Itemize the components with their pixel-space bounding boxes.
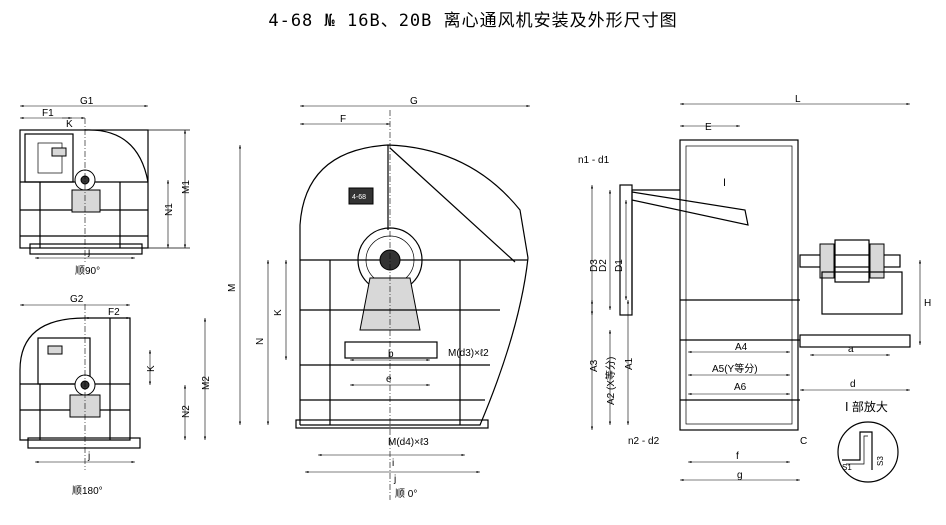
- label-f: F: [340, 114, 346, 125]
- view-rotation-90: G1 F1 K M1 N1 j 顺90°: [19, 96, 192, 277]
- label-s3: S3: [876, 456, 885, 466]
- label-n2-d2: n2 - d2: [628, 436, 660, 447]
- label-m-d3: M(d3)×ℓ2: [448, 348, 489, 359]
- detail-marker: Ⅰ: [723, 178, 726, 189]
- label-l: L: [795, 94, 801, 105]
- label-a6: A6: [734, 382, 747, 393]
- label-e: e: [386, 374, 392, 385]
- label-b: b: [388, 349, 394, 360]
- label-g: G: [410, 96, 418, 107]
- label-g2: G2: [70, 294, 84, 305]
- label-c: C: [800, 436, 807, 447]
- label-i: i: [392, 458, 394, 469]
- label-g-side: g: [737, 470, 743, 481]
- label-k: K: [66, 119, 73, 130]
- label-d3: D3: [589, 259, 600, 272]
- caption-rot0: 顺 0°: [395, 488, 417, 500]
- label-n2: N2: [181, 405, 192, 418]
- label-f2: F2: [108, 307, 120, 318]
- label-e-side: E: [705, 122, 712, 133]
- detail-caption: Ⅰ 部放大: [845, 399, 888, 414]
- label-k-180: K: [146, 365, 157, 372]
- label-d: d: [850, 379, 856, 390]
- label-n1: N1: [164, 203, 175, 216]
- label-n: N: [255, 338, 266, 345]
- label-j-0: j: [393, 474, 396, 485]
- label-j-180: j: [87, 451, 90, 462]
- label-m-d4: M(d4)×ℓ3: [388, 437, 429, 448]
- caption-rot180: 顺180°: [72, 485, 103, 497]
- label-a3: A3: [589, 359, 600, 372]
- label-h: H: [924, 298, 931, 309]
- label-s1: S1: [842, 463, 852, 472]
- drawing-title: 4-68 № 16B、20B 离心通风机安装及外形尺寸图: [268, 11, 678, 31]
- nameplate-text: 4-68: [352, 194, 366, 201]
- label-a4: A4: [735, 342, 748, 353]
- label-f-side: f: [736, 451, 739, 462]
- view-side: L E n1 - d1 D3 D2 D1 A3 A2 (X等分) A1 A4 A…: [578, 94, 931, 482]
- label-g1: G1: [80, 96, 94, 107]
- view-rotation-180: G2 F2 K M2 N2 j 顺180°: [19, 294, 212, 497]
- label-a1: A1: [624, 357, 635, 370]
- detail-enlarged: Ⅰ 部放大 S1 S3: [837, 399, 899, 483]
- label-d2: D2: [598, 259, 609, 272]
- label-f1: F1: [42, 108, 54, 119]
- label-a5: A5(Y等分): [712, 362, 758, 375]
- label-m1: M1: [181, 180, 192, 194]
- label-j: j: [87, 247, 90, 258]
- label-m2: M2: [201, 376, 212, 390]
- label-a-small: a: [848, 344, 854, 355]
- label-n1-d1: n1 - d1: [578, 155, 610, 166]
- label-m: M: [227, 284, 238, 292]
- label-k-0: K: [273, 309, 284, 316]
- caption-rot90: 顺90°: [75, 265, 100, 277]
- label-d1: D1: [614, 259, 625, 272]
- label-a2: A2 (X等分): [604, 357, 617, 405]
- view-rotation-0: 4-68 G F M N K b M(d3)×ℓ2 e M(d4)×ℓ3 i: [227, 96, 530, 500]
